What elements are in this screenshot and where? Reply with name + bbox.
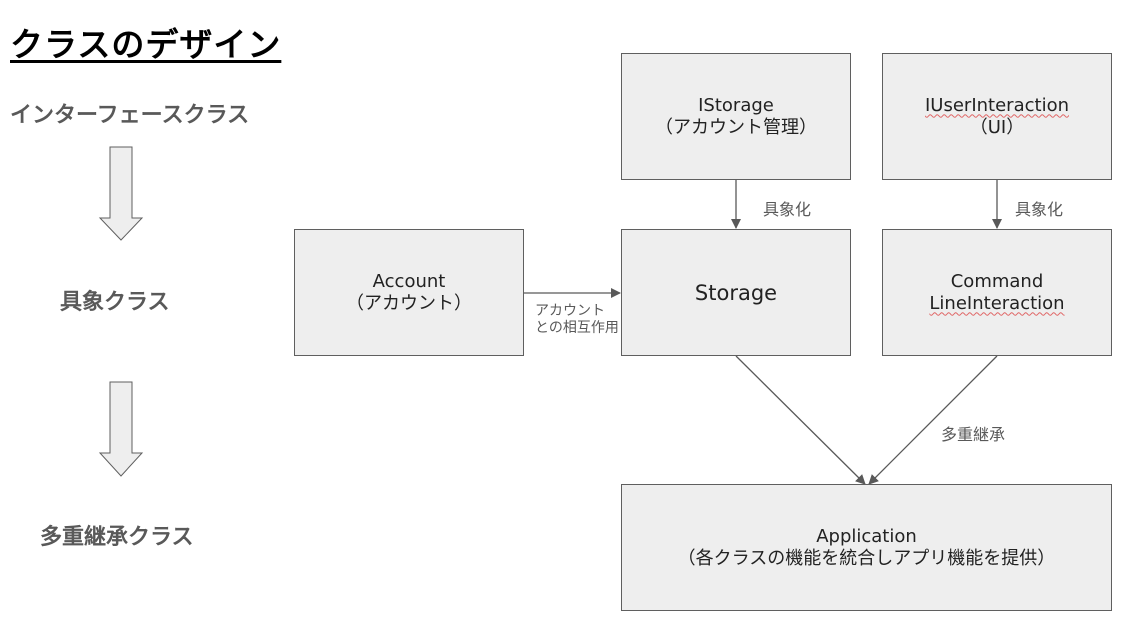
arrow-storage-to-application: [735, 355, 866, 485]
application-name: Application: [816, 525, 917, 547]
edge-label-account-line2: との相互作用: [535, 320, 619, 336]
application-desc: （各クラスの機能を統合しアプリ機能を提供）: [677, 547, 1056, 569]
down-block-arrow-1: [98, 146, 144, 241]
multiple-inheritance-class-label: 多重継承クラス: [40, 525, 194, 550]
account-box[interactable]: Account （アカウント）: [294, 229, 524, 356]
istorage-box[interactable]: IStorage （アカウント管理）: [621, 53, 851, 180]
account-desc: （アカウント）: [346, 292, 472, 314]
page-title: クラスのデザイン: [10, 25, 282, 64]
concrete-class-label: 具象クラス: [60, 290, 170, 315]
istorage-desc: （アカウント管理）: [655, 116, 817, 138]
edge-label-multiple-inheritance: 多重継承: [941, 425, 1006, 444]
edge-label-iui-concrete: 具象化: [1015, 200, 1064, 219]
arrow-commandline-to-application: [868, 355, 998, 485]
commandline-name-line1: Command: [950, 270, 1044, 292]
iuserinteraction-name: IUserInteraction: [925, 94, 1069, 116]
storage-name: Storage: [694, 280, 778, 305]
iuserinteraction-box[interactable]: IUserInteraction （UI）: [882, 53, 1112, 180]
edge-label-account-line1: アカウント: [535, 303, 605, 319]
iuserinteraction-desc: （UI）: [969, 116, 1025, 138]
edge-label-istorage-concrete: 具象化: [763, 200, 812, 219]
application-box[interactable]: Application （各クラスの機能を統合しアプリ機能を提供）: [621, 484, 1112, 611]
account-name: Account: [372, 270, 446, 292]
commandline-name-line2: LineInteraction: [929, 292, 1065, 314]
interface-class-label: インターフェースクラス: [10, 103, 250, 128]
down-block-arrow-2: [98, 381, 144, 477]
commandline-interaction-box[interactable]: Command LineInteraction: [882, 229, 1112, 356]
storage-box[interactable]: Storage: [621, 229, 851, 356]
istorage-name: IStorage: [698, 94, 774, 116]
